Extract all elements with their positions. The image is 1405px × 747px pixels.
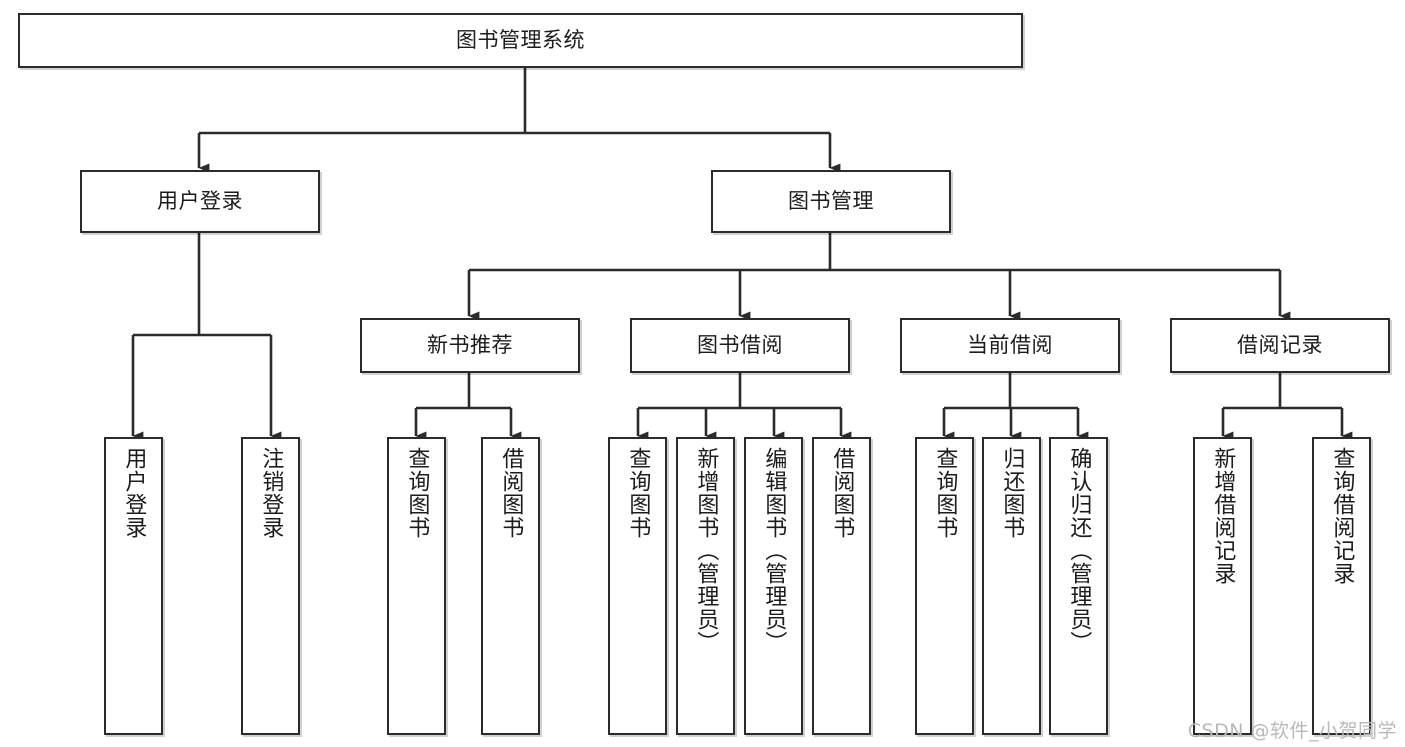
leaf-new-book-query-book-label: 查询图书 (404, 447, 430, 539)
leaf-borrow-borrow-book-label: 借阅图书 (829, 447, 855, 539)
node-book-borrow[interactable]: 图书借阅 (630, 318, 850, 373)
leaf-current-query-book[interactable]: 查询图书 (915, 437, 974, 735)
leaf-current-confirm-return-admin[interactable]: 确认归还（管理员） (1049, 437, 1108, 735)
node-new-book-recommend-label: 新书推荐 (427, 332, 513, 357)
node-user-login[interactable]: 用户登录 (80, 170, 320, 233)
node-user-login-label: 用户登录 (157, 188, 243, 213)
leaf-user-login-logout-label: 注销登录 (258, 447, 284, 539)
leaf-new-book-borrow-book[interactable]: 借阅图书 (481, 437, 540, 735)
leaf-borrow-borrow-book[interactable]: 借阅图书 (812, 437, 871, 735)
leaf-user-login-login-label: 用户登录 (121, 447, 147, 539)
leaf-current-return-book-label: 归还图书 (999, 447, 1025, 539)
node-current-borrow-label: 当前借阅 (967, 332, 1053, 357)
leaf-borrow-edit-book-admin[interactable]: 编辑图书（管理员） (744, 437, 803, 735)
leaf-record-query-borrow-record[interactable]: 查询借阅记录 (1312, 437, 1371, 735)
leaf-new-book-borrow-book-label: 借阅图书 (498, 447, 524, 539)
node-borrow-record[interactable]: 借阅记录 (1170, 318, 1390, 373)
node-root-label: 图书管理系统 (456, 27, 585, 52)
leaf-borrow-add-book-admin[interactable]: 新增图书（管理员） (676, 437, 735, 735)
leaf-new-book-query-book[interactable]: 查询图书 (387, 437, 446, 735)
leaf-user-login-login[interactable]: 用户登录 (104, 437, 163, 735)
node-borrow-record-label: 借阅记录 (1237, 332, 1323, 357)
leaf-borrow-query-book[interactable]: 查询图书 (608, 437, 667, 735)
leaf-current-query-book-label: 查询图书 (932, 447, 958, 539)
leaf-borrow-add-book-admin-label: 新增图书（管理员） (693, 447, 719, 654)
node-new-book-recommend[interactable]: 新书推荐 (360, 318, 580, 373)
node-book-management[interactable]: 图书管理 (711, 170, 951, 233)
node-book-borrow-label: 图书借阅 (697, 332, 783, 357)
leaf-user-login-logout[interactable]: 注销登录 (241, 437, 300, 735)
leaf-record-query-borrow-record-label: 查询借阅记录 (1329, 447, 1355, 585)
leaf-record-add-borrow-record[interactable]: 新增借阅记录 (1193, 437, 1252, 735)
leaf-current-confirm-return-admin-label: 确认归还（管理员） (1066, 447, 1092, 654)
leaf-borrow-edit-book-admin-label: 编辑图书（管理员） (761, 447, 787, 654)
node-current-borrow[interactable]: 当前借阅 (900, 318, 1120, 373)
node-book-management-label: 图书管理 (788, 188, 874, 213)
leaf-borrow-query-book-label: 查询图书 (625, 447, 651, 539)
node-root-book-management-system[interactable]: 图书管理系统 (18, 13, 1023, 68)
leaf-record-add-borrow-record-label: 新增借阅记录 (1210, 447, 1236, 585)
leaf-current-return-book[interactable]: 归还图书 (982, 437, 1041, 735)
